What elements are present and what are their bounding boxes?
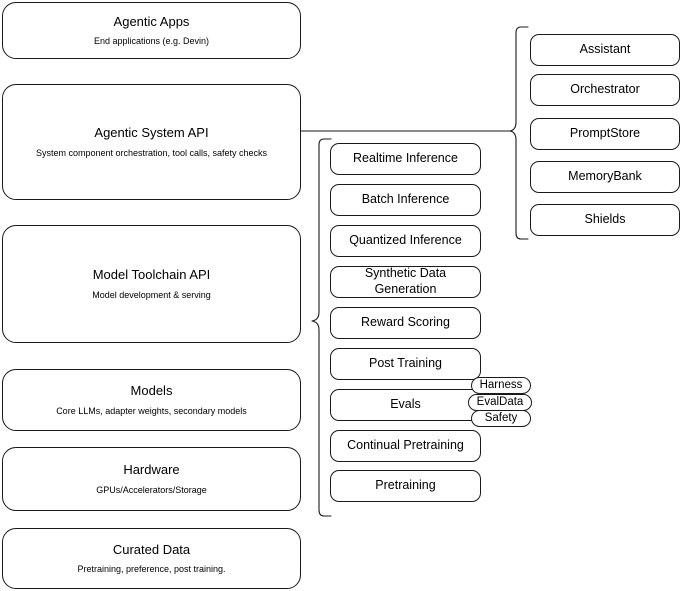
component-assistant[interactable]: Assistant — [530, 34, 680, 66]
capability-label: Synthetic Data Generation — [364, 266, 447, 296]
eval-tag-evaldata[interactable]: EvalData — [468, 394, 532, 411]
component-shields[interactable]: Shields — [530, 204, 680, 236]
capability-label: Post Training — [369, 356, 442, 371]
layer-title: Curated Data — [112, 541, 191, 557]
connector-system-api-to-components — [300, 120, 516, 142]
eval-tag-label: Harness — [479, 378, 523, 391]
layer-box-hardware[interactable]: Hardware GPUs/Accelerators/Storage — [2, 447, 301, 511]
layer-box-agentic-apps[interactable]: Agentic Apps End applications (e.g. Devi… — [2, 2, 301, 59]
capability-reward-scoring[interactable]: Reward Scoring — [330, 307, 481, 339]
capability-label: Realtime Inference — [353, 151, 458, 166]
component-promptstore[interactable]: PromptStore — [530, 118, 680, 150]
capability-label: Continual Pretraining — [347, 438, 464, 453]
layer-title: Agentic System API — [94, 125, 209, 141]
eval-tag-harness[interactable]: Harness — [471, 377, 531, 394]
eval-tag-label: EvalData — [476, 395, 524, 408]
component-label: MemoryBank — [568, 169, 642, 184]
layer-box-models[interactable]: Models Core LLMs, adapter weights, secon… — [2, 369, 301, 431]
layer-subtitle: Pretraining, preference, post training. — [77, 564, 226, 574]
capability-batch-inference[interactable]: Batch Inference — [330, 184, 481, 216]
brace-system-components — [509, 26, 531, 240]
layer-subtitle: Core LLMs, adapter weights, secondary mo… — [56, 405, 247, 416]
capability-post-training[interactable]: Post Training — [330, 348, 481, 380]
layer-title: Models — [130, 383, 173, 399]
capability-label: Pretraining — [375, 478, 436, 493]
layer-subtitle: End applications (e.g. Devin) — [93, 36, 210, 46]
component-label: Assistant — [579, 42, 631, 57]
component-label: Orchestrator — [570, 82, 640, 97]
layer-title: Hardware — [123, 462, 180, 478]
capability-label: Evals — [390, 397, 421, 412]
layer-subtitle: Model development & serving — [92, 289, 211, 300]
component-orchestrator[interactable]: Orchestrator — [530, 74, 680, 106]
eval-tag-safety[interactable]: Safety — [471, 410, 531, 427]
component-label: PromptStore — [569, 126, 641, 141]
capability-synthetic-data-generation[interactable]: Synthetic Data Generation — [330, 266, 481, 298]
layer-title: Agentic Apps — [113, 13, 190, 29]
capability-pretraining[interactable]: Pretraining — [330, 470, 481, 502]
layer-subtitle: System component orchestration, tool cal… — [35, 147, 268, 158]
capability-continual-pretraining[interactable]: Continual Pretraining — [330, 430, 481, 462]
capability-label: Reward Scoring — [361, 315, 450, 330]
layer-title: Model Toolchain API — [92, 267, 211, 283]
capability-realtime-inference[interactable]: Realtime Inference — [330, 143, 481, 175]
capability-quantized-inference[interactable]: Quantized Inference — [330, 225, 481, 257]
capability-evals[interactable]: Evals — [330, 389, 481, 421]
layer-box-agentic-system-api[interactable]: Agentic System API System component orch… — [2, 84, 301, 200]
brace-toolchain-capabilities — [310, 138, 332, 518]
component-memorybank[interactable]: MemoryBank — [530, 161, 680, 193]
layer-box-model-toolchain-api[interactable]: Model Toolchain API Model development & … — [2, 225, 301, 343]
capability-label: Batch Inference — [361, 192, 450, 207]
eval-tag-label: Safety — [484, 411, 518, 424]
component-label: Shields — [584, 212, 626, 227]
layer-box-curated-data[interactable]: Curated Data Pretraining, preference, po… — [2, 528, 301, 589]
layer-subtitle: GPUs/Accelerators/Storage — [96, 484, 207, 495]
capability-label: Quantized Inference — [349, 233, 462, 248]
